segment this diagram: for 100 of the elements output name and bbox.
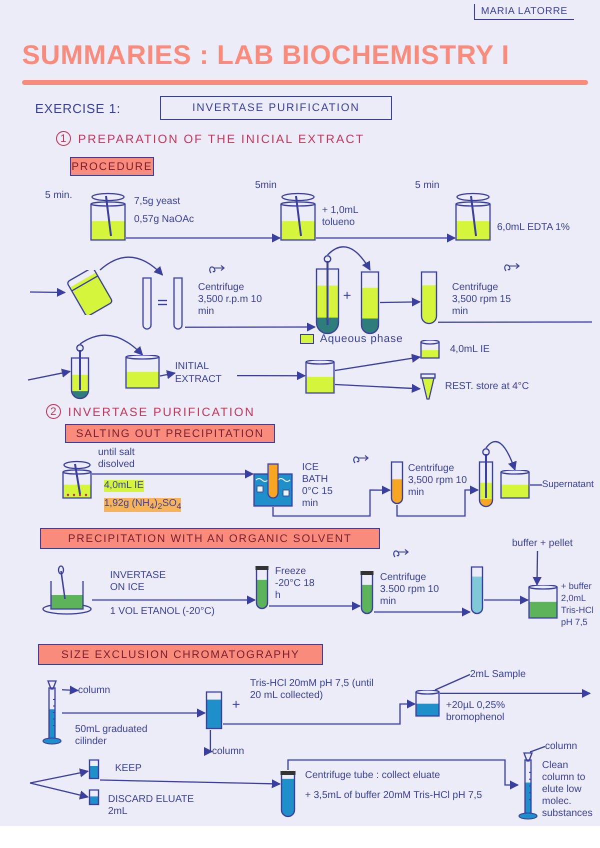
arrow: [334, 354, 421, 372]
note-text: Centrifuge 3,500 r.p.m 10 min: [198, 282, 263, 318]
beaker-drawing: [420, 340, 440, 360]
graduated-cylinder-drawing: [42, 680, 62, 745]
section-title: PREPARATION OF THE INICIAL EXTRACT: [78, 132, 365, 146]
note-text: 0,57g NaOAc: [134, 214, 194, 226]
legend-label: Aqueous phase: [320, 333, 403, 345]
note-text: Centrifuge tube : collect eluate: [305, 770, 442, 782]
plus-sign: +: [343, 287, 352, 303]
beaker-drawing: [125, 355, 160, 390]
arrow: [30, 288, 66, 297]
section-heading: INVERTASE PURIFICATION: [160, 96, 392, 120]
beaker-drawing: [280, 192, 316, 242]
leader-line: [434, 674, 470, 691]
note-text: column: [78, 684, 118, 697]
note-text: 5 min.: [45, 190, 72, 202]
arrow: [272, 486, 391, 517]
arrow: [30, 782, 89, 800]
beaker-drawing: [305, 360, 335, 395]
arrow: [160, 370, 176, 380]
note-text: Centrifuge 3,500 rpm 15 min: [452, 282, 512, 318]
note-text: Centrifuge 3.500 rpm 10 min: [380, 572, 440, 608]
note-text: + 1,0mL tolueno: [322, 205, 360, 229]
arrow: [28, 368, 71, 381]
note-text: DISCARD ELUATE 2mL: [108, 794, 195, 818]
beaker-drawing: [90, 192, 126, 242]
arrow: [223, 699, 416, 725]
note-text: 2mL Sample: [470, 668, 535, 681]
test-tube-drawing: [88, 758, 100, 780]
tubes-drawing: [140, 275, 185, 330]
test-tube-drawing: [360, 570, 374, 615]
arrow: [92, 595, 256, 605]
arrow: [532, 551, 542, 586]
microtube-drawing: [420, 372, 436, 400]
note-text: + buffer 2,0mL Tris-HCl pH 7,5: [561, 580, 595, 628]
note-text: 5min: [255, 180, 277, 192]
note-text: ICE BATH 0°C 15 min: [302, 462, 334, 510]
arrow: [80, 334, 144, 356]
section-heading: SALTING OUT PRECIPITATION: [65, 424, 275, 443]
note-text: + 3,5mL of buffer 20mM Tris-HCl pH 7,5: [305, 790, 484, 802]
note-text: 7,5g yeast: [134, 196, 180, 208]
test-tube-drawing: [255, 565, 269, 610]
leader-line: [530, 484, 542, 486]
arrow: [126, 233, 281, 243]
note-text: until salt disolved: [98, 447, 136, 471]
note-text: INVERTASE ON ICE: [110, 570, 167, 594]
leader-line: [530, 746, 546, 753]
arrow: [100, 256, 164, 276]
arrow: [100, 779, 281, 788]
note-text: Centrifuge 3,500 rpm 10 min: [408, 463, 468, 499]
note-text: 1,92g (NH$_{4}$)$_{2}$SO$_{4}$: [104, 498, 182, 512]
note-text: +: [232, 698, 240, 710]
arrow: [185, 322, 316, 332]
test-tube-drawing: [478, 448, 494, 508]
note-text: 6,0mL EDTA 1%: [497, 222, 571, 234]
step-number: 2: [46, 404, 61, 419]
arrow: [92, 469, 254, 479]
note-text: 1 VOL ETANOL (-20°C): [110, 606, 215, 618]
exercise-label: EXERCISE 1:: [35, 101, 121, 116]
note-text: 4,0mL IE: [450, 344, 490, 356]
test-tube-drawing: [88, 788, 100, 806]
beaker-drawing: [415, 690, 440, 718]
section-title: INVERTASE PURIFICATION: [68, 405, 256, 419]
beaker-drawing: [528, 585, 558, 620]
note-text: Clean column to elute low molec. substances: [542, 760, 594, 820]
arrow: [237, 371, 306, 380]
ice-bath-drawing: [253, 462, 293, 507]
test-tube-drawing: [390, 460, 404, 505]
arrow: [486, 440, 516, 471]
leader-line: [438, 321, 592, 323]
section-heading: SIZE EXCLUSION CHROMATOGRAPHY: [38, 644, 323, 665]
bottle-drawing: [65, 270, 115, 315]
arrow: [396, 485, 479, 517]
note-text: KEEP: [115, 763, 142, 775]
test-tube-drawing: [315, 255, 340, 335]
test-tube-drawing: [420, 270, 438, 325]
arrow: [204, 730, 213, 756]
note-text: REST. store at 4°C: [445, 381, 530, 393]
section-heading: PRECIPITATION WITH AN ORGANIC SOLVENT: [40, 528, 380, 549]
section-heading: PROCEDURE: [70, 157, 154, 176]
arrow: [287, 759, 519, 790]
arrow: [269, 601, 361, 611]
note-text: 4,0mL IE: [104, 480, 144, 492]
note-text: Tris-HCl 20mM pH 7,5 (until 20 mL collected): [250, 678, 375, 702]
author-name: MARIA LATORRE: [474, 4, 574, 20]
test-tube-drawing: [205, 690, 223, 730]
note-text: 50mL graduated cilinder: [75, 724, 148, 748]
note-text: Supernatant: [542, 478, 600, 492]
beaker-drawing: [62, 460, 92, 500]
test-tube-drawing: [70, 344, 90, 400]
note-text: buffer + pellet: [512, 537, 597, 551]
beaker-drawing: [455, 192, 491, 242]
test-tube-drawing: [470, 565, 484, 615]
note-text: column: [545, 740, 590, 753]
test-tube-drawing: [360, 270, 380, 335]
arrow: [334, 384, 421, 393]
test-tube-drawing: [280, 770, 296, 818]
arrow: [62, 686, 79, 695]
beaker-on-ice-drawing: [42, 565, 92, 615]
arrow: [380, 297, 421, 307]
